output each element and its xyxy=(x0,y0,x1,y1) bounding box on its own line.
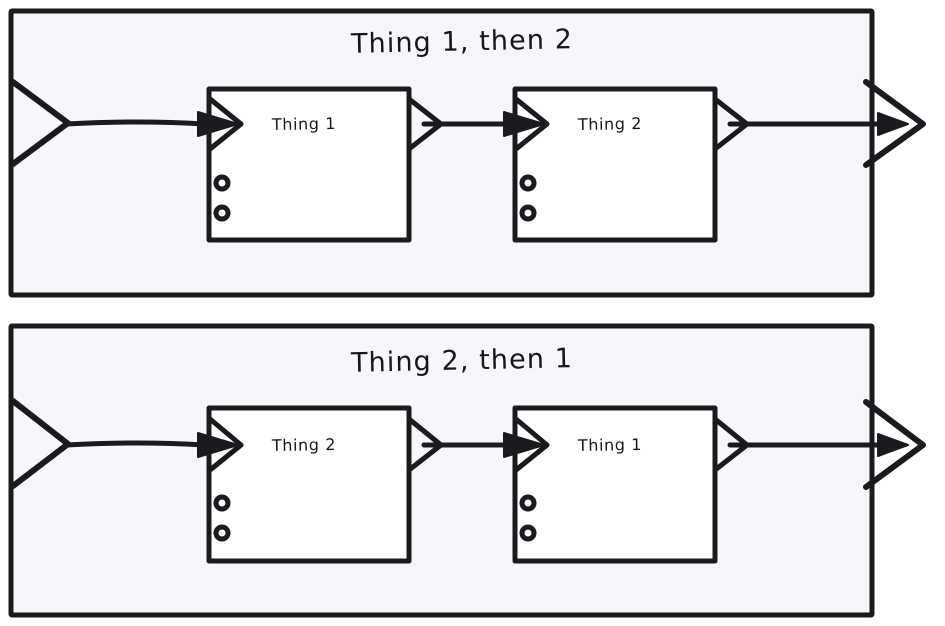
node-bottom-second-port-b[interactable] xyxy=(519,524,537,542)
node-top-first-input-port[interactable] xyxy=(207,96,244,152)
node-top-first-port-a[interactable] xyxy=(213,174,231,192)
node-bottom-first-label: Thing 2 xyxy=(271,435,336,455)
node-top-first-body[interactable] xyxy=(206,86,412,243)
node-bottom-second-port-a[interactable] xyxy=(519,494,537,512)
node-bottom-first-port-b[interactable] xyxy=(213,524,231,542)
node-bottom-second[interactable]: Thing 1 xyxy=(503,405,750,564)
node-top-second-body[interactable] xyxy=(512,86,718,243)
node-top-second[interactable]: Thing 2 xyxy=(503,86,750,243)
node-top-second-port-b[interactable] xyxy=(519,204,537,222)
node-top-second-label: Thing 2 xyxy=(577,114,642,134)
node-bottom-first-body[interactable] xyxy=(206,405,412,564)
node-top-second-port-a[interactable] xyxy=(519,174,537,192)
panel-top-title: Thing 1, then 2 xyxy=(350,24,574,60)
edge-top-output-arrowhead xyxy=(877,112,909,136)
node-bottom-second-body[interactable] xyxy=(512,405,718,564)
panel-bottom-output-chevron[interactable] xyxy=(863,399,926,490)
node-top-first-label: Thing 1 xyxy=(271,114,336,134)
panel-top[interactable]: Thing 1, then 2 Thing 1 xyxy=(8,8,926,298)
node-top-first-port-b[interactable] xyxy=(213,204,231,222)
node-bottom-second-input-port[interactable] xyxy=(513,416,550,473)
node-bottom-second-label: Thing 1 xyxy=(577,435,642,455)
edge-top-input-to-node1[interactable] xyxy=(63,119,207,127)
edge-bottom-output-arrowhead xyxy=(877,433,909,457)
panel-bottom-title: Thing 2, then 1 xyxy=(350,343,574,379)
edge-top-node2-to-output[interactable] xyxy=(727,112,909,136)
node-bottom-first-port-a[interactable] xyxy=(213,494,231,512)
node-top-second-input-arrowhead xyxy=(503,111,545,137)
edge-bottom-input-to-node1[interactable] xyxy=(63,440,207,448)
panel-top-output-chevron[interactable] xyxy=(863,79,926,168)
node-bottom-first-input-arrowhead xyxy=(197,432,239,458)
edge-bottom-node2-to-output[interactable] xyxy=(727,433,909,457)
node-top-first[interactable]: Thing 1 xyxy=(197,86,444,243)
node-bottom-first-input-port[interactable] xyxy=(207,416,244,473)
panel-bottom[interactable]: Thing 2, then 1 Thing 2 xyxy=(8,323,926,618)
node-top-second-input-port[interactable] xyxy=(513,96,550,152)
node-bottom-second-input-arrowhead xyxy=(503,432,545,458)
node-top-first-input-arrowhead xyxy=(197,111,239,137)
node-bottom-first[interactable]: Thing 2 xyxy=(197,405,444,564)
